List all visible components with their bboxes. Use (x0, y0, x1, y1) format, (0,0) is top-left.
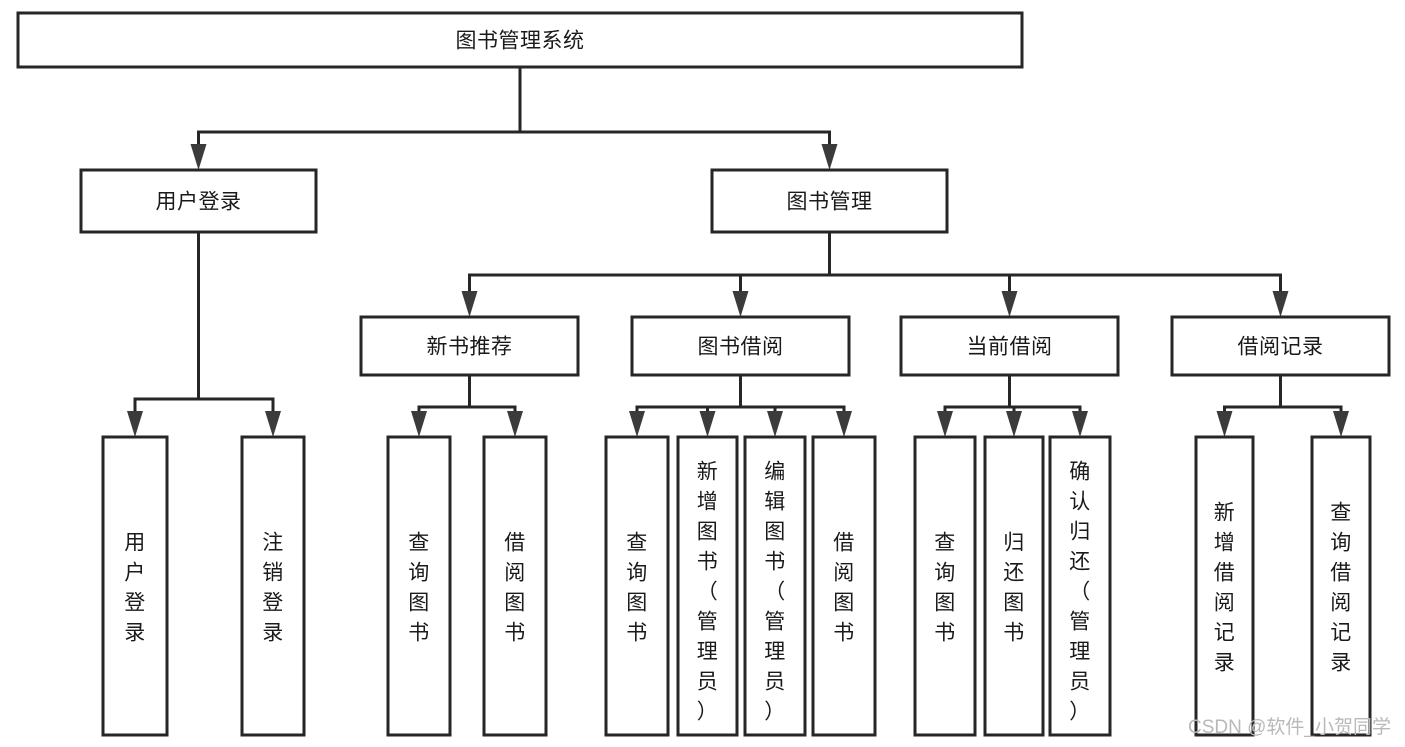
node-borrow-record[interactable]: 借阅记录 (1170, 315, 1391, 377)
connector-group (629, 373, 852, 437)
connector-arrowhead-icon (127, 411, 143, 437)
connector-arrowhead-icon (699, 411, 716, 437)
node-book-manage[interactable]: 图书管理 (710, 168, 949, 234)
node-box[interactable] (983, 435, 1045, 737)
node-box[interactable] (101, 435, 169, 737)
node-label: 归还图书 (1003, 531, 1025, 644)
connector-arrowhead-icon (265, 411, 281, 437)
node-label: 查询借阅记录 (1330, 501, 1352, 674)
nodes-layer: 图书管理系统用户登录图书管理新书推荐图书借阅当前借阅借阅记录用户登录注销登录查询… (16, 11, 1391, 737)
node-leaf-borrow-book[interactable]: 借阅图书 (811, 435, 877, 737)
node-label: 图书管理 (787, 191, 873, 214)
node-book-borrow[interactable]: 图书借阅 (630, 315, 851, 377)
node-box[interactable] (79, 168, 318, 234)
connector-arrowhead-icon (836, 411, 852, 437)
node-box[interactable] (1170, 315, 1391, 377)
node-box[interactable] (604, 435, 670, 737)
node-label: 新增借阅记录 (1214, 501, 1236, 674)
node-box[interactable] (676, 435, 739, 737)
node-box[interactable] (899, 315, 1120, 377)
connector-arrowhead-icon (937, 411, 953, 437)
node-leaf-edit-book-admin[interactable]: 编辑图书（管理员） (743, 435, 807, 737)
connector-group (411, 373, 523, 437)
connector-arrowhead-icon (461, 291, 478, 317)
node-box[interactable] (386, 435, 452, 737)
node-box[interactable] (743, 435, 807, 737)
connector-arrowhead-icon (1006, 411, 1022, 437)
connector-arrowhead-icon (821, 144, 838, 170)
node-leaf-add-book-admin[interactable]: 新增图书（管理员） (676, 435, 739, 737)
connector-group (461, 230, 1289, 317)
node-leaf-query-book-borrow[interactable]: 查询图书 (604, 435, 670, 737)
node-root[interactable]: 图书管理系统 (16, 11, 1024, 69)
node-label: 当前借阅 (967, 336, 1053, 359)
node-label: 查询图书 (408, 531, 430, 644)
node-new-book-recommend[interactable]: 新书推荐 (359, 315, 580, 377)
node-box[interactable] (913, 435, 977, 737)
node-label: 用户登录 (124, 531, 146, 644)
node-leaf-return-book[interactable]: 归还图书 (983, 435, 1045, 737)
connector-arrowhead-icon (1072, 411, 1088, 437)
node-label: 编辑图书（管理员） (764, 460, 786, 723)
node-leaf-user-login[interactable]: 用户登录 (101, 435, 169, 737)
node-leaf-confirm-return-admin[interactable]: 确认归还（管理员） (1048, 435, 1112, 737)
node-label: 借阅图书 (504, 531, 526, 644)
node-current-borrow[interactable]: 当前借阅 (899, 315, 1120, 377)
connector-arrowhead-icon (629, 411, 645, 437)
connector-arrowhead-icon (1216, 411, 1233, 437)
node-leaf-query-book-recommend[interactable]: 查询图书 (386, 435, 452, 737)
connector-arrowhead-icon (507, 411, 523, 437)
node-box[interactable] (630, 315, 851, 377)
node-user-login[interactable]: 用户登录 (79, 168, 318, 234)
node-box[interactable] (811, 435, 877, 737)
node-label: 用户登录 (156, 191, 242, 214)
connector-arrowhead-icon (767, 411, 783, 437)
node-leaf-query-book-current[interactable]: 查询图书 (913, 435, 977, 737)
connector-arrowhead-icon (1333, 411, 1349, 437)
node-label: 查询图书 (626, 531, 648, 644)
connector-group (127, 230, 281, 437)
node-box[interactable] (482, 435, 548, 737)
node-box[interactable] (710, 168, 949, 234)
connector-arrowhead-icon (1001, 291, 1018, 317)
connector-arrowhead-icon (190, 144, 207, 170)
node-label: 新书推荐 (427, 336, 513, 359)
node-box[interactable] (1310, 435, 1372, 737)
connector-arrowhead-icon (411, 411, 427, 437)
connector-arrowhead-icon (1272, 291, 1289, 317)
node-label: 确认归还（管理员） (1069, 460, 1091, 723)
connectors-layer (127, 65, 1349, 437)
node-leaf-borrow-book-recommend[interactable]: 借阅图书 (482, 435, 548, 737)
node-label: 借阅图书 (833, 531, 855, 644)
connector-group (190, 65, 838, 170)
connector-group (1216, 373, 1349, 437)
node-leaf-add-borrow-record[interactable]: 新增借阅记录 (1194, 435, 1255, 737)
node-box[interactable] (16, 11, 1024, 69)
node-leaf-query-borrow-record[interactable]: 查询借阅记录 (1310, 435, 1372, 737)
node-label: 新增图书（管理员） (697, 460, 719, 723)
connector-arrowhead-icon (732, 291, 749, 317)
node-label: 图书管理系统 (456, 30, 585, 53)
node-box[interactable] (1194, 435, 1255, 737)
node-box[interactable] (240, 435, 306, 737)
node-box[interactable] (1048, 435, 1112, 737)
connector-group (937, 373, 1088, 437)
node-label: 查询图书 (934, 531, 956, 644)
node-label: 图书借阅 (698, 336, 784, 359)
node-label: 借阅记录 (1238, 336, 1324, 359)
node-leaf-user-logout[interactable]: 注销登录 (240, 435, 306, 737)
node-label: 注销登录 (262, 531, 284, 644)
csdn-watermark: CSDN @软件_小贺同学 (1188, 717, 1391, 738)
node-box[interactable] (359, 315, 580, 377)
